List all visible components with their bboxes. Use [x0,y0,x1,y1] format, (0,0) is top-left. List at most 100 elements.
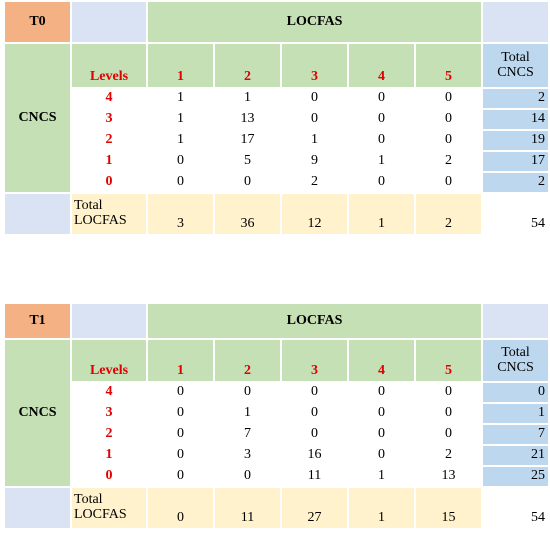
cell-value: 0 [146,402,215,425]
column-header: 3 [280,42,349,89]
cell-value: 0 [347,129,416,152]
column-total: 11 [213,486,282,530]
cell-value: 17 [213,129,282,152]
cell-value: 0 [347,108,416,131]
row-total: 0 [481,381,550,404]
row-total: 7 [481,423,550,446]
table-row: 3 1 13 0 0 0 14 [4,108,550,131]
table-row: 0 0 0 2 0 0 2 [4,171,550,194]
cell-value: 0 [347,423,416,446]
table-row: 1 0 5 9 1 2 17 [4,150,550,173]
row-level: 4 [70,381,148,404]
row-total: 19 [481,129,550,152]
row-level: 4 [70,87,148,110]
row-total: 2 [481,87,550,110]
table-label: T0 [3,0,72,44]
contingency-table-t0: T0 LOCFAS CNCS Levels 1 2 3 4 5 Total CN… [3,0,550,236]
column-total: 2 [414,192,483,236]
column-header: 1 [146,42,215,89]
cell-value: 0 [347,87,416,110]
cell-value: 5 [213,150,282,173]
cell-value: 1 [213,87,282,110]
corner-cell-right [481,302,550,340]
cell-value: 0 [213,465,282,488]
cell-value: 0 [414,381,483,404]
table-row: 1 0 3 16 0 2 21 [4,444,550,467]
column-header: 3 [280,338,349,383]
cell-value: 2 [414,150,483,173]
cell-value: 11 [280,465,349,488]
table-row: 0 0 0 11 1 13 25 [4,465,550,488]
row-level: 3 [70,108,148,131]
column-total: 1 [347,192,416,236]
corner-cell [70,0,148,44]
row-total: 2 [481,171,550,194]
row-level: 2 [70,423,148,446]
column-header: 2 [213,338,282,383]
total-row-corner [3,192,72,236]
column-total: 0 [146,486,215,530]
cell-value: 0 [146,444,215,467]
row-total: 17 [481,150,550,173]
cell-value: 16 [280,444,349,467]
cell-value: 0 [146,150,215,173]
corner-cell-right [481,0,550,44]
column-group-header: LOCFAS [146,302,483,340]
row-total: 21 [481,444,550,467]
cell-value: 1 [280,129,349,152]
row-level: 3 [70,402,148,425]
total-row: Total LOCFAS 3 36 12 1 2 54 [3,192,550,236]
row-total: 1 [481,402,550,425]
column-total: 15 [414,486,483,530]
cell-value: 1 [146,87,215,110]
cell-value: 0 [280,108,349,131]
column-total: 12 [280,192,349,236]
cell-value: 1 [146,129,215,152]
cell-value: 3 [213,444,282,467]
grand-total: 54 [481,192,550,236]
cell-value: 0 [280,381,349,404]
cell-value: 0 [146,465,215,488]
row-level: 1 [70,444,148,467]
row-total: 25 [481,465,550,488]
row-level: 1 [70,150,148,173]
cell-value: 0 [280,423,349,446]
cell-value: 9 [280,150,349,173]
column-total: 3 [146,192,215,236]
table-row: 4 1 1 0 0 0 2 [4,87,550,110]
cell-value: 0 [414,129,483,152]
cell-value: 0 [213,381,282,404]
cell-value: 7 [213,423,282,446]
column-header: 4 [347,42,416,89]
cell-value: 0 [347,381,416,404]
column-group-header: LOCFAS [146,0,483,44]
cell-value: 13 [414,465,483,488]
cell-value: 0 [347,171,416,194]
total-column-header: Total CNCS [481,42,550,89]
total-row-corner [3,486,72,530]
table-label: T1 [3,302,72,340]
cell-value: 2 [280,171,349,194]
grand-total: 54 [481,486,550,530]
row-level: 0 [70,171,148,194]
total-row-label: Total LOCFAS [70,192,148,236]
total-column-header: Total CNCS [481,338,550,383]
column-total: 1 [347,486,416,530]
cell-value: 0 [414,423,483,446]
table-row: 2 0 7 0 0 0 7 [4,423,550,446]
cell-value: 2 [414,444,483,467]
cell-value: 0 [146,171,215,194]
total-row-label: Total LOCFAS [70,486,148,530]
column-header: 1 [146,338,215,383]
cell-value: 0 [414,108,483,131]
cell-value: 0 [213,171,282,194]
table-row: 3 0 1 0 0 0 1 [4,402,550,425]
column-header: 4 [347,338,416,383]
levels-label: Levels [70,338,148,383]
column-total: 27 [280,486,349,530]
cell-value: 0 [280,402,349,425]
table-row: 2 1 17 1 0 0 19 [4,129,550,152]
total-row: Total LOCFAS 0 11 27 1 15 54 [3,486,550,530]
cell-value: 0 [146,381,215,404]
column-header: 5 [414,338,483,383]
